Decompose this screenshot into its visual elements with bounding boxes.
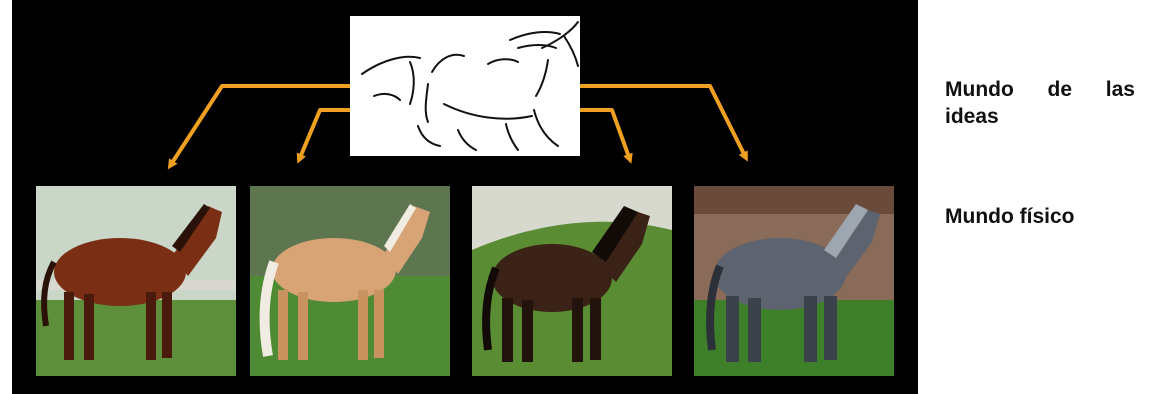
world-of-ideas-label: Mundo de las ideas <box>945 76 1135 130</box>
horse-photo-palomino <box>250 186 450 376</box>
horse-photo-dark-bay <box>472 186 672 376</box>
ideas-word-1: Mundo <box>945 76 1014 103</box>
idea-horse-sketch <box>350 16 580 156</box>
ideas-line-2: ideas <box>945 103 1135 130</box>
horse-photo-bay <box>36 186 236 376</box>
diagram-panel <box>12 0 918 394</box>
diagram-canvas <box>12 0 918 394</box>
horse-photo-grey <box>694 186 894 376</box>
ideas-word-2: de <box>1048 76 1073 103</box>
physical-world-label: Mundo físico <box>945 203 1075 230</box>
ideas-word-3: las <box>1106 76 1135 103</box>
